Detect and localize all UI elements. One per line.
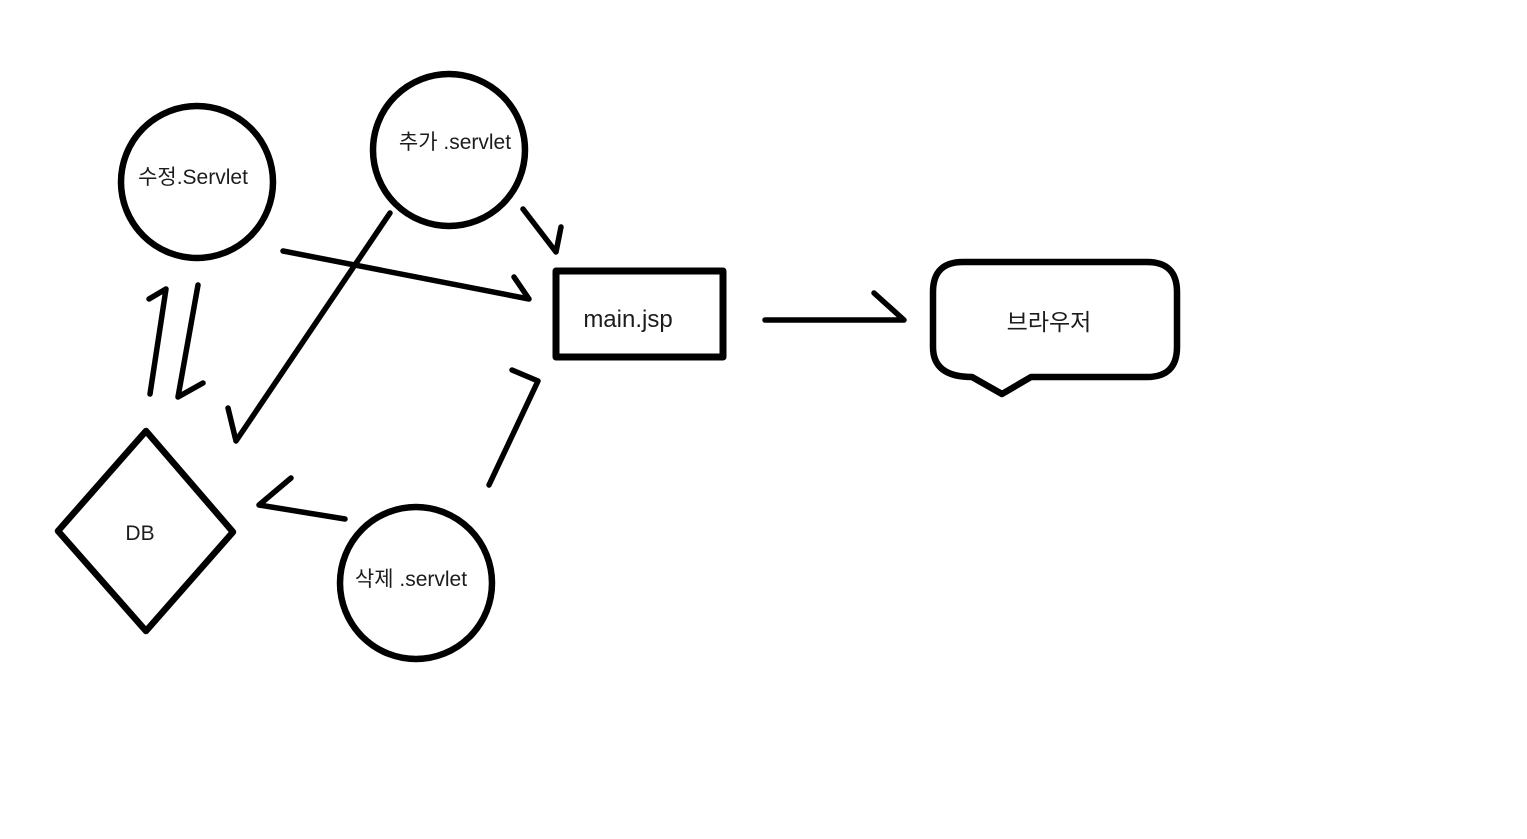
add-servlet-circle-shape <box>369 70 529 230</box>
edit-servlet-circle-shape <box>117 102 277 262</box>
arrow-delete-servlet-to-main-jsp <box>486 367 541 488</box>
node-edit-servlet: 수정.Servlet <box>117 102 277 262</box>
delete-servlet-label: 삭제 .servlet <box>355 568 467 591</box>
db-label: DB <box>125 522 154 545</box>
db-diamond-shape <box>54 427 237 635</box>
arrow-delete-servlet-to-db <box>256 475 348 522</box>
delete-servlet-circle-shape <box>336 503 496 663</box>
arrow-db-to-edit-servlet-up <box>146 286 169 397</box>
node-db: DB <box>54 427 237 635</box>
arrow-add-servlet-to-main-jsp <box>520 206 564 255</box>
arrow-edit-servlet-to-main-jsp <box>280 248 532 302</box>
edit-servlet-label: 수정.Servlet <box>138 166 248 189</box>
arrow-edit-servlet-to-db-down <box>175 282 206 400</box>
add-servlet-label: 추가 .servlet <box>399 131 511 154</box>
browser-label: 브라우저 <box>1007 309 1092 335</box>
browser-speech-bubble-shape <box>929 258 1181 398</box>
node-browser: 브라우저 <box>929 258 1181 398</box>
node-delete-servlet: 삭제 .servlet <box>336 503 496 663</box>
main-jsp-rect-shape <box>552 267 727 361</box>
arrow-main-jsp-to-browser <box>762 290 907 323</box>
node-add-servlet: 추가 .servlet <box>369 70 529 230</box>
node-main-jsp: main.jsp <box>552 267 727 361</box>
main-jsp-label: main.jsp <box>583 306 672 333</box>
arrow-add-servlet-to-db <box>225 210 393 444</box>
